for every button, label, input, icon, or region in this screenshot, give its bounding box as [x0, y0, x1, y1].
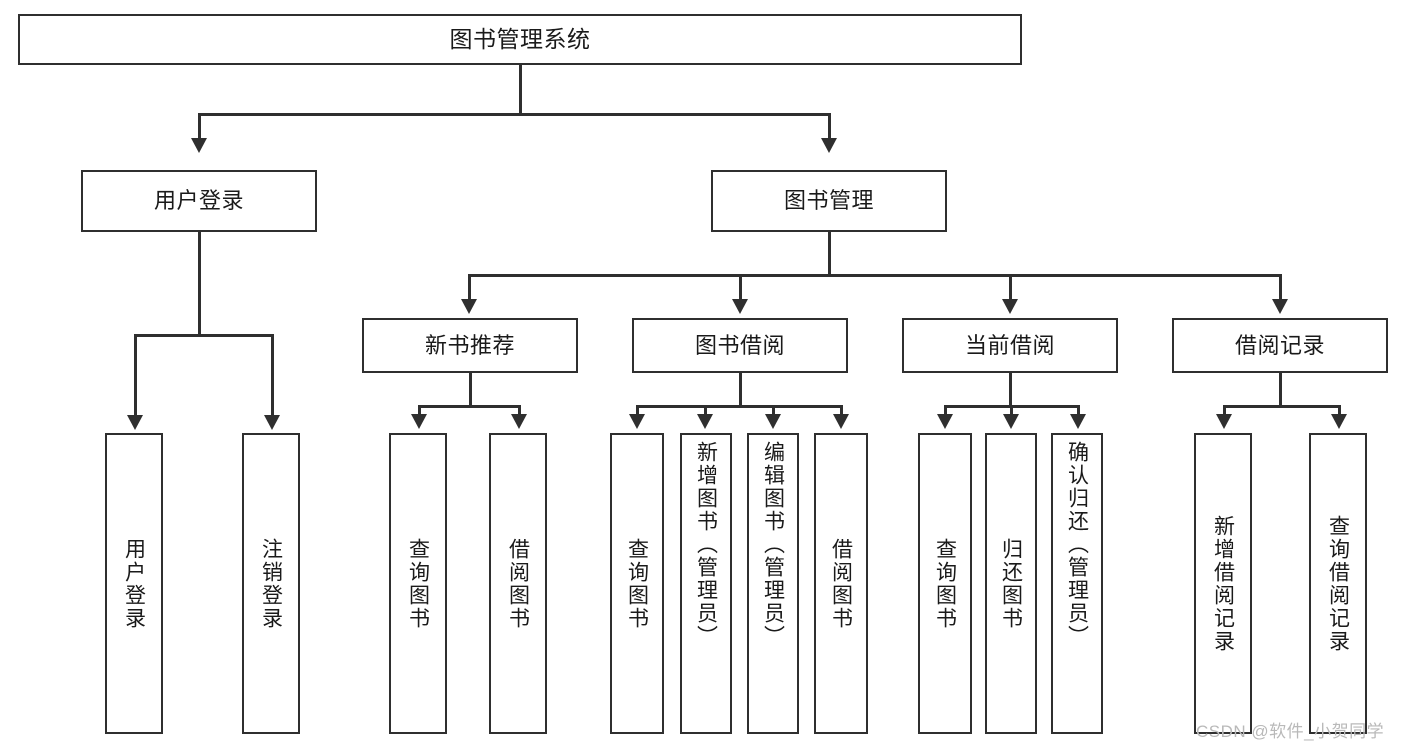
arrowhead-root-to-user-login	[191, 138, 207, 153]
node-new-book-recommend[interactable]: 新书推荐	[362, 318, 578, 373]
node-label: 查询借阅记录	[1326, 514, 1350, 653]
connector-cb-to-leaf-1	[944, 405, 947, 417]
node-label: 注销登录	[259, 537, 283, 630]
connector-root-to-book-management	[828, 113, 831, 141]
connector-bm-to-book-borrow	[739, 274, 742, 302]
leaf-book-borrow-borrow-book[interactable]: 借阅图书	[814, 433, 868, 734]
arrowhead-user-login-to-leaf-2	[264, 415, 280, 430]
node-label: 用户登录	[122, 537, 146, 630]
node-label: 归还图书	[999, 537, 1023, 630]
arrowhead-br-to-leaf-2	[1331, 414, 1347, 429]
node-label: 图书管理系统	[449, 25, 591, 52]
connector-root-stem	[519, 65, 522, 115]
leaf-current-borrow-confirm-return-admin[interactable]: 确认归还（管理员）	[1051, 433, 1103, 734]
connector-user-login-stem	[198, 232, 201, 336]
arrowhead-bm-to-new-book	[461, 299, 477, 314]
node-label: 借阅记录	[1234, 332, 1325, 358]
arrowhead-bb-to-leaf-2	[697, 414, 713, 429]
leaf-new-book-borrow-book[interactable]: 借阅图书	[489, 433, 547, 734]
arrowhead-bm-to-current-borrow	[1002, 299, 1018, 314]
node-book-borrow[interactable]: 图书借阅	[632, 318, 848, 373]
node-borrow-record[interactable]: 借阅记录	[1172, 318, 1388, 373]
connector-user-login-to-leaf-1	[134, 334, 137, 418]
connector-bb-to-leaf-4	[840, 405, 843, 417]
arrowhead-cb-to-leaf-1	[937, 414, 953, 429]
node-label: 图书管理	[783, 188, 874, 214]
connector-book-management-stem	[828, 232, 831, 276]
connector-user-login-bus	[134, 334, 272, 337]
connector-current-borrow-stem	[1009, 373, 1012, 407]
leaf-borrow-record-query-record[interactable]: 查询借阅记录	[1309, 433, 1367, 734]
leaf-borrow-record-add-record[interactable]: 新增借阅记录	[1194, 433, 1252, 734]
connector-new-book-stem	[469, 373, 472, 407]
node-current-borrow[interactable]: 当前借阅	[902, 318, 1118, 373]
arrowhead-nb-to-leaf-2	[511, 414, 527, 429]
arrowhead-cb-to-leaf-3	[1070, 414, 1086, 429]
connector-root-to-user-login	[198, 113, 201, 141]
node-label: 编辑图书（管理员）	[761, 441, 785, 648]
connector-bb-to-leaf-1	[636, 405, 639, 417]
connector-br-to-leaf-2	[1338, 405, 1341, 417]
connector-bm-to-current-borrow	[1009, 274, 1012, 302]
leaf-book-borrow-add-book-admin[interactable]: 新增图书（管理员）	[680, 433, 732, 734]
leaf-current-borrow-return-book[interactable]: 归还图书	[985, 433, 1037, 734]
arrowhead-bm-to-borrow-record	[1272, 299, 1288, 314]
arrowhead-root-to-book-management	[821, 138, 837, 153]
node-root-book-management-system[interactable]: 图书管理系统	[18, 14, 1022, 65]
node-label: 借阅图书	[829, 537, 853, 630]
connector-bm-to-borrow-record	[1279, 274, 1282, 302]
connector-cb-to-leaf-3	[1077, 405, 1080, 417]
node-label: 新增图书（管理员）	[694, 441, 718, 648]
connector-bb-to-leaf-2	[704, 405, 707, 417]
node-label: 借阅图书	[506, 537, 530, 630]
node-label: 图书借阅	[694, 332, 785, 358]
connector-book-management-bus	[468, 274, 1280, 277]
node-user-login[interactable]: 用户登录	[81, 170, 317, 232]
connector-nb-to-leaf-2	[518, 405, 521, 417]
node-label: 查询图书	[933, 537, 957, 630]
connector-root-bus	[198, 113, 830, 116]
connector-borrow-record-bus	[1223, 405, 1340, 408]
leaf-current-borrow-query-book[interactable]: 查询图书	[918, 433, 972, 734]
arrowhead-nb-to-leaf-1	[411, 414, 427, 429]
connector-book-borrow-stem	[739, 373, 742, 407]
connector-cb-to-leaf-2	[1010, 405, 1013, 417]
arrowhead-bb-to-leaf-3	[765, 414, 781, 429]
leaf-user-login-login[interactable]: 用户登录	[105, 433, 163, 734]
connector-borrow-record-stem	[1279, 373, 1282, 407]
leaf-book-borrow-edit-book-admin[interactable]: 编辑图书（管理员）	[747, 433, 799, 734]
node-label: 查询图书	[406, 537, 430, 630]
node-label: 确认归还（管理员）	[1065, 441, 1089, 648]
arrowhead-cb-to-leaf-2	[1003, 414, 1019, 429]
connector-new-book-bus	[418, 405, 521, 408]
arrowhead-bb-to-leaf-4	[833, 414, 849, 429]
leaf-user-login-logout[interactable]: 注销登录	[242, 433, 300, 734]
arrowhead-user-login-to-leaf-1	[127, 415, 143, 430]
leaf-book-borrow-query-book[interactable]: 查询图书	[610, 433, 664, 734]
node-label: 新增借阅记录	[1211, 514, 1235, 653]
leaf-new-book-query-book[interactable]: 查询图书	[389, 433, 447, 734]
arrowhead-br-to-leaf-1	[1216, 414, 1232, 429]
node-label: 用户登录	[153, 188, 244, 214]
arrowhead-bm-to-book-borrow	[732, 299, 748, 314]
node-label: 查询图书	[625, 537, 649, 630]
connector-user-login-to-leaf-2	[271, 334, 274, 418]
connector-bm-to-new-book	[468, 274, 471, 302]
node-book-management[interactable]: 图书管理	[711, 170, 947, 232]
arrowhead-bb-to-leaf-1	[629, 414, 645, 429]
node-label: 当前借阅	[964, 332, 1055, 358]
connector-br-to-leaf-1	[1223, 405, 1226, 417]
node-label: 新书推荐	[424, 332, 515, 358]
connector-nb-to-leaf-1	[418, 405, 421, 417]
connector-bb-to-leaf-3	[772, 405, 775, 417]
connector-book-borrow-bus	[636, 405, 842, 408]
